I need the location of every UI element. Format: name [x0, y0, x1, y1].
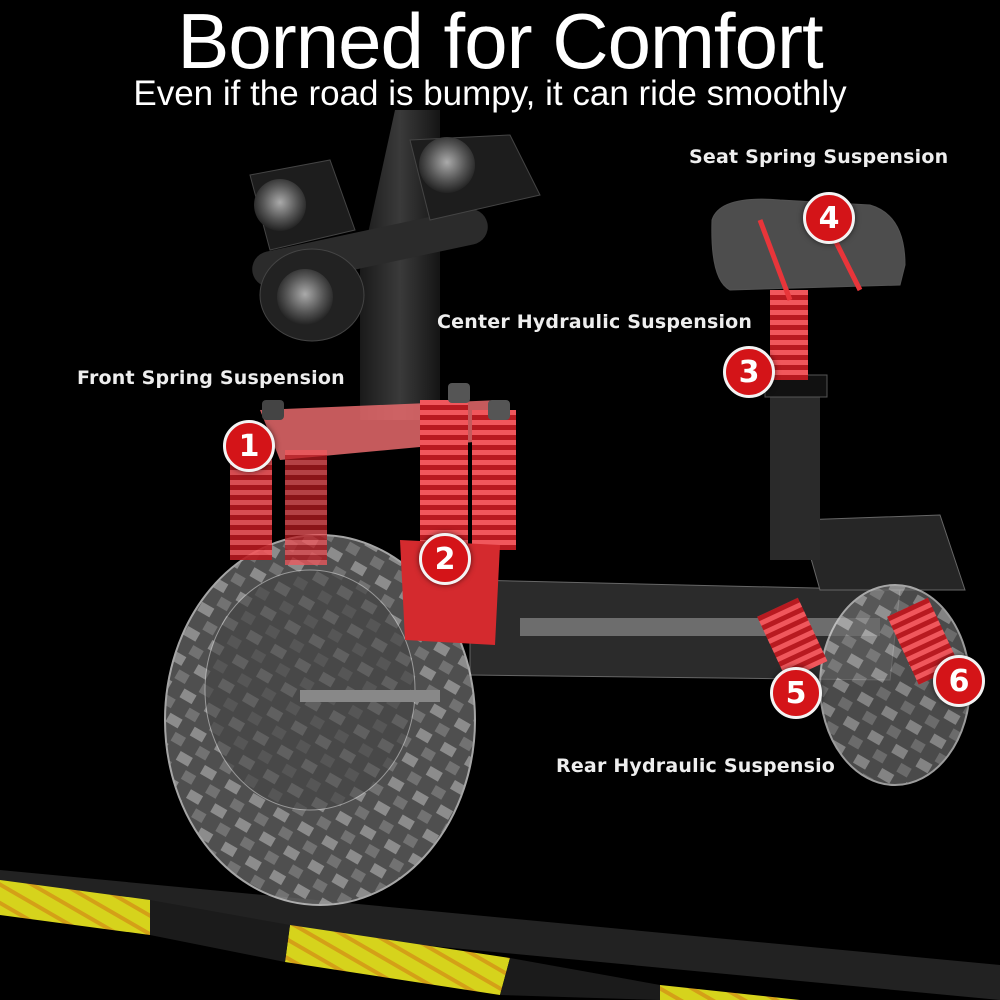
speed-bump [0, 870, 1000, 1000]
label-rear-hydraulic-suspension: Rear Hydraulic Suspensio [556, 755, 836, 777]
callout-badge-6: 6 [933, 655, 985, 707]
label-seat-spring-suspension: Seat Spring Suspension [689, 146, 949, 168]
callout-badge-2: 2 [419, 533, 471, 585]
headlights [249, 134, 541, 342]
front-wheel [164, 534, 476, 906]
headline: Borned for Comfort [177, 0, 823, 85]
label-front-spring-suspension: Front Spring Suspension [77, 367, 345, 389]
subheadline: Even if the road is bumpy, it can ride s… [133, 74, 847, 113]
label-center-hydraulic-suspension: Center Hydraulic Suspension [437, 311, 753, 333]
callout-badge-4: 4 [803, 192, 855, 244]
callout-badge-3: 3 [723, 346, 775, 398]
seat-post [711, 198, 906, 560]
callout-badge-5: 5 [770, 667, 822, 719]
callout-badge-1: 1 [223, 420, 275, 472]
